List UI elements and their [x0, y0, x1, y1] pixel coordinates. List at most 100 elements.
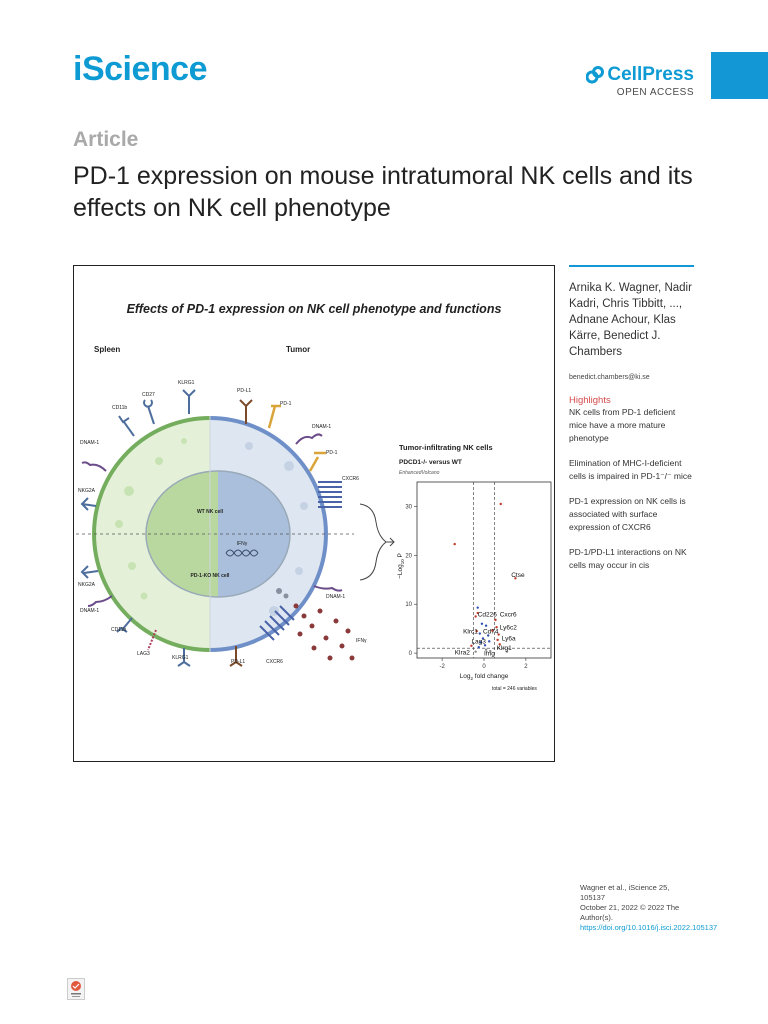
receptor-label: KLRG1: [172, 655, 189, 661]
receptor-label: CXCR6: [266, 659, 283, 665]
data-point: [499, 502, 502, 506]
publisher-block: CellPress OPEN ACCESS: [586, 64, 694, 98]
gene-label: Cxcr6: [500, 611, 517, 618]
cellpress-logo-icon: [586, 66, 605, 84]
receptor-icon: [116, 617, 133, 633]
data-point: [475, 629, 478, 633]
receptor-label: DNAM-1: [312, 424, 331, 430]
open-access-label: OPEN ACCESS: [616, 87, 694, 98]
receptor-icon: [177, 648, 191, 667]
gene-label: Ctse: [511, 572, 525, 579]
receptor-icon: [318, 481, 342, 508]
volcano-plot: Tumor-infiltrating NK cells PDCD1-/- ver…: [397, 443, 552, 692]
article-type: Article: [73, 128, 139, 151]
receptor-label: CXCR6: [342, 476, 359, 482]
gene-label: Ifng: [484, 651, 495, 658]
gene-label: Ly6c2: [500, 625, 517, 632]
data-point: [479, 641, 483, 644]
tumor-label: Tumor: [286, 345, 310, 354]
data-point: [474, 615, 477, 618]
receptor-label: DNAM-1: [80, 608, 99, 614]
gene-label: Klrc1: [463, 629, 478, 636]
data-point: [491, 629, 494, 632]
citation-text: Wagner et al., iScience 25, 105137: [580, 883, 670, 902]
data-point: [474, 650, 477, 653]
data-point: [488, 640, 491, 643]
receptor-label: CD11b: [111, 627, 126, 633]
data-point: [484, 648, 488, 651]
x-tick-label: -2: [439, 664, 445, 670]
data-point: [514, 577, 517, 580]
center-ifng-label: IFNγ: [237, 541, 248, 547]
highlights-heading: Highlights: [569, 395, 611, 406]
receptor-icon: [259, 605, 295, 641]
journal-logo: iScience: [73, 50, 207, 88]
highlight-item: Elimination of MHC-I-deficient cells is …: [569, 458, 692, 481]
secreted-ifng-label: IFNγ: [356, 638, 367, 644]
gene-label: Cd226: [478, 611, 498, 618]
receptor-icon: [80, 497, 97, 511]
data-point: [486, 634, 490, 637]
data-point: [489, 649, 492, 653]
crossmark-icon[interactable]: [67, 978, 85, 1000]
x-axis-label: Log2 fold change: [460, 673, 509, 681]
y-axis-label: −Log10 P: [397, 553, 405, 579]
data-point: [476, 606, 479, 609]
graphical-abstract-figure: Effects of PD-1 expression on NK cell ph…: [76, 302, 552, 692]
plot-title: Tumor-infiltrating NK cells: [399, 443, 493, 452]
gene-label: Lag3: [471, 638, 486, 645]
data-point: [497, 633, 500, 636]
gene-label: Klrg1: [497, 645, 513, 652]
data-point: [498, 643, 501, 646]
data-point: [453, 542, 456, 546]
corresponding-email[interactable]: benedict.chambers@ki.se: [569, 374, 650, 381]
ifng-secretion: IFNγ: [293, 603, 367, 661]
gene-label: Klra2: [455, 650, 471, 657]
data-point: [476, 611, 479, 615]
x-tick-label: 2: [524, 664, 528, 670]
y-tick-label: 20: [405, 553, 412, 559]
data-point: [494, 618, 497, 622]
y-tick-label: 10: [405, 602, 412, 608]
receptor-icon: [229, 646, 243, 667]
data-point: [505, 650, 509, 653]
highlight-item: PD-1/PD-L1 interactions on NK cells may …: [569, 547, 687, 570]
ko-cell-label: PD-1-KO NK cell: [191, 573, 231, 579]
receptor-label: CD27: [142, 392, 155, 398]
gene-label: Ly6a: [502, 635, 516, 642]
arrow-icon: [386, 537, 395, 547]
figure-title: Effects of PD-1 expression on NK cell ph…: [127, 302, 502, 316]
wt-cell-label: WT NK cell: [197, 509, 224, 515]
sidebar: Arnika K. Wagner, Nadir Kadri, Chris Tib…: [569, 265, 694, 584]
receptor-icon: [295, 433, 323, 445]
author-list: Arnika K. Wagner, Nadir Kadri, Chris Tib…: [569, 282, 692, 358]
data-point: [480, 622, 484, 625]
y-tick-label: 0: [409, 651, 413, 657]
receptor-icon: [81, 461, 107, 472]
gene-label: Cd74: [483, 629, 499, 636]
receptor-label: CD11b: [112, 405, 127, 411]
spleen-label: Spleen: [94, 345, 120, 354]
receptor-label: KLRG1: [178, 380, 195, 386]
doi-link[interactable]: https://doi.org/10.1016/j.isci.2022.1051…: [580, 923, 718, 932]
dna-icon: [225, 549, 259, 557]
receptor-label: DNAM-1: [326, 594, 345, 600]
publisher-name: CellPress: [607, 64, 694, 85]
receptor-icon: [308, 451, 326, 472]
y-tick-label: 30: [405, 504, 412, 510]
data-point: [483, 644, 487, 647]
data-point: [470, 644, 473, 647]
highlight-item: PD-1 expression on NK cells is associate…: [569, 496, 686, 532]
graphical-abstract: Effects of PD-1 expression on NK cell ph…: [73, 265, 555, 762]
receptor-icon: [182, 389, 196, 414]
accent-tab: [711, 52, 768, 99]
receptors-right: PD-L1 PD-1 DNAM-1 PD-1 CXCR6 DNAM-1 CXCR…: [229, 388, 359, 667]
article-title: PD-1 expression on mouse intratumoral NK…: [73, 162, 693, 222]
plot-footer: total = 246 variables: [492, 686, 537, 692]
receptors-left: KLRG1 CD27 CD11b DNAM-1 NKG2A NKG2A DNAM…: [78, 380, 196, 667]
receptor-icon: [313, 585, 343, 592]
receptor-label: NKG2A: [78, 582, 96, 588]
receptor-icon: [239, 399, 253, 424]
receptor-icon: [143, 399, 155, 425]
citation-block: Wagner et al., iScience 25, 105137 Octob…: [580, 883, 718, 933]
